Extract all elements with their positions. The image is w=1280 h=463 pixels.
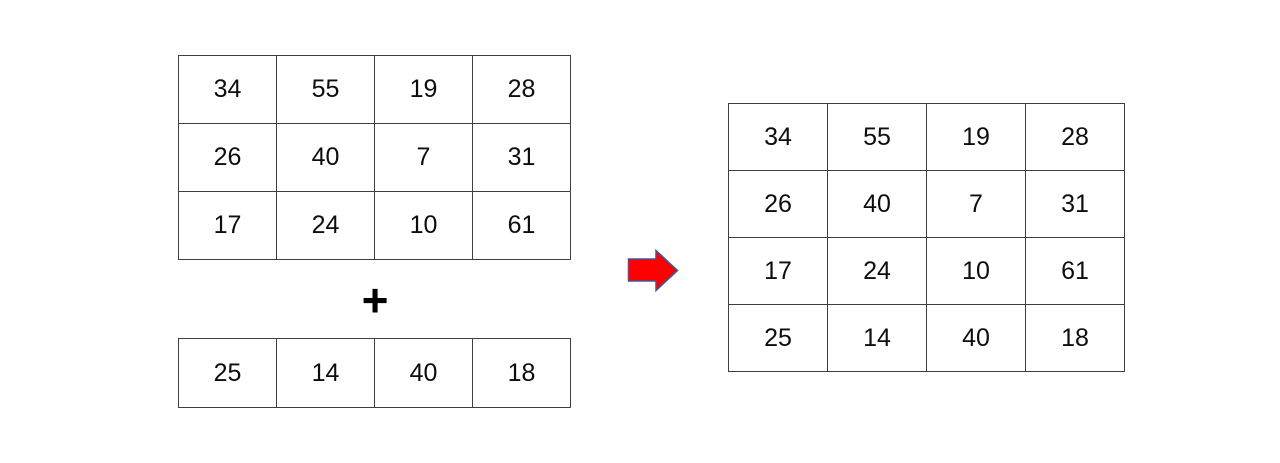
right-arrow-icon: [627, 249, 679, 292]
table-cell: 7: [375, 124, 473, 192]
table-cell: 31: [1026, 171, 1125, 238]
table-cell: 17: [729, 238, 828, 305]
table-cell: 55: [277, 56, 375, 124]
table-cell: 40: [828, 171, 927, 238]
table-cell: 10: [927, 238, 1026, 305]
table-cell: 14: [828, 305, 927, 372]
table-cell: 24: [828, 238, 927, 305]
plus-sign: +: [361, 274, 389, 326]
table-cell: 40: [927, 305, 1026, 372]
table-cell: 34: [179, 56, 277, 124]
table-cell: 34: [729, 104, 828, 171]
table-cell: 25: [179, 339, 277, 408]
table-cell: 19: [375, 56, 473, 124]
table-cell: 24: [277, 192, 375, 260]
right-arrow-shape: [627, 249, 679, 292]
append-row-table: 25 14 40 18: [178, 338, 571, 408]
table-cell: 61: [1026, 238, 1125, 305]
source-table: 34 55 19 28 26 40 7 31 17 24 10 61: [178, 55, 571, 260]
table-cell: 17: [179, 192, 277, 260]
table-cell: 26: [179, 124, 277, 192]
table-cell: 61: [473, 192, 571, 260]
result-table: 34 55 19 28 26 40 7 31 17 24 10 61 25 14…: [728, 103, 1125, 372]
table-cell: 31: [473, 124, 571, 192]
table-cell: 28: [473, 56, 571, 124]
table-cell: 28: [1026, 104, 1125, 171]
table-cell: 55: [828, 104, 927, 171]
table-cell: 26: [729, 171, 828, 238]
table-cell: 7: [927, 171, 1026, 238]
table-cell: 14: [277, 339, 375, 408]
table-cell: 40: [277, 124, 375, 192]
table-cell: 10: [375, 192, 473, 260]
table-cell: 19: [927, 104, 1026, 171]
table-cell: 25: [729, 305, 828, 372]
table-cell: 18: [473, 339, 571, 408]
table-cell: 40: [375, 339, 473, 408]
table-cell: 18: [1026, 305, 1125, 372]
